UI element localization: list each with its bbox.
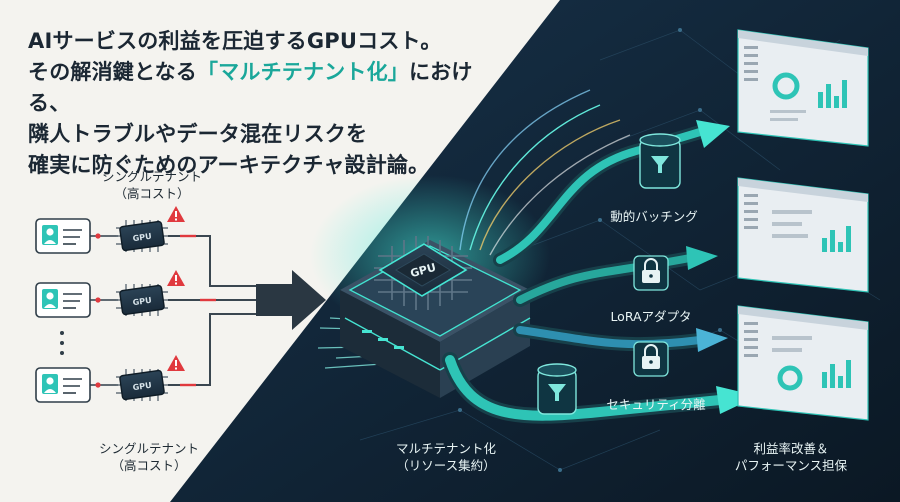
single-tenant-label-bottom: シングルテナント （高コスト） xyxy=(84,440,214,474)
headline-line-2-after: における、 xyxy=(28,60,473,115)
headline-line-4: 確実に防ぐためのアーキテクチャ設計論。 xyxy=(28,153,430,177)
arrow-right-icon xyxy=(256,270,326,330)
feature-label-security: セキュリティ分離 xyxy=(606,397,706,412)
lock-icon xyxy=(633,255,669,291)
feature-label-batching: 動的バッチング xyxy=(610,209,698,224)
single-tenant-title: シングルテナント xyxy=(98,441,199,456)
dashboard-icon xyxy=(737,305,869,421)
gpu-chip-icon: GPU xyxy=(116,369,168,401)
single-tenant-subtitle: （高コスト） xyxy=(114,186,190,201)
arrow-heads xyxy=(686,120,758,414)
svg-text:GPU: GPU xyxy=(132,232,152,244)
warning-icon xyxy=(167,206,185,222)
funnel-icon xyxy=(639,133,681,189)
user-card-icon xyxy=(35,367,91,403)
user-card-icon xyxy=(35,282,91,318)
headline-line-1: AIサービスの利益を圧迫するGPUコスト。 xyxy=(28,29,442,53)
gpu-chip-icon: GPU xyxy=(374,236,472,310)
connector-dots xyxy=(95,233,101,388)
headline: AIサービスの利益を圧迫するGPUコスト。 その解消鍵となる「マルチテナント化」… xyxy=(28,26,498,181)
multi-tenant-title: マルチテナント化 xyxy=(395,441,496,456)
gpu-chip-icon: GPU xyxy=(116,220,168,252)
dashboard-icon xyxy=(737,177,869,293)
outcome-subtitle: パフォーマンス担保 xyxy=(734,458,848,473)
warning-icon xyxy=(167,355,185,371)
dashboard-icon xyxy=(737,29,869,147)
chip-merge-highlights xyxy=(180,234,216,387)
outcome-label: 利益率改善＆ パフォーマンス担保 xyxy=(716,440,866,474)
multi-tenant-subtitle: （リソース集約） xyxy=(396,458,496,473)
funnel-icon xyxy=(537,363,577,415)
ellipsis-dots xyxy=(60,331,64,355)
chip-merge-lines xyxy=(168,235,258,386)
light-fibers xyxy=(459,89,631,256)
lock-icon xyxy=(633,341,669,377)
single-tenant-subtitle: （高コスト） xyxy=(111,458,187,473)
headline-line-3: 隣人トラブルやデータ混在リスクを xyxy=(28,122,368,146)
svg-text:GPU: GPU xyxy=(132,381,152,393)
card-chip-connectors xyxy=(90,235,118,386)
headline-accent: 「マルチテナント化」 xyxy=(196,60,409,84)
feature-label-lora: LoRAアダプタ xyxy=(610,309,692,324)
single-tenant-label-top: シングルテナント （高コスト） xyxy=(92,168,212,202)
svg-text:GPU: GPU xyxy=(132,296,152,308)
gpu-chip-icon: GPU xyxy=(116,284,168,316)
headline-line-2: その解消鍵となる「マルチテナント化」における、 xyxy=(28,57,498,119)
outcome-title: 利益率改善＆ xyxy=(753,441,829,456)
headline-line-2-before: その解消鍵となる xyxy=(28,60,197,84)
warning-icon xyxy=(167,270,185,286)
single-tenant-title: シングルテナント xyxy=(101,169,202,184)
multi-tenant-label: マルチテナント化 （リソース集約） xyxy=(376,440,516,474)
user-card-icon xyxy=(35,218,91,254)
